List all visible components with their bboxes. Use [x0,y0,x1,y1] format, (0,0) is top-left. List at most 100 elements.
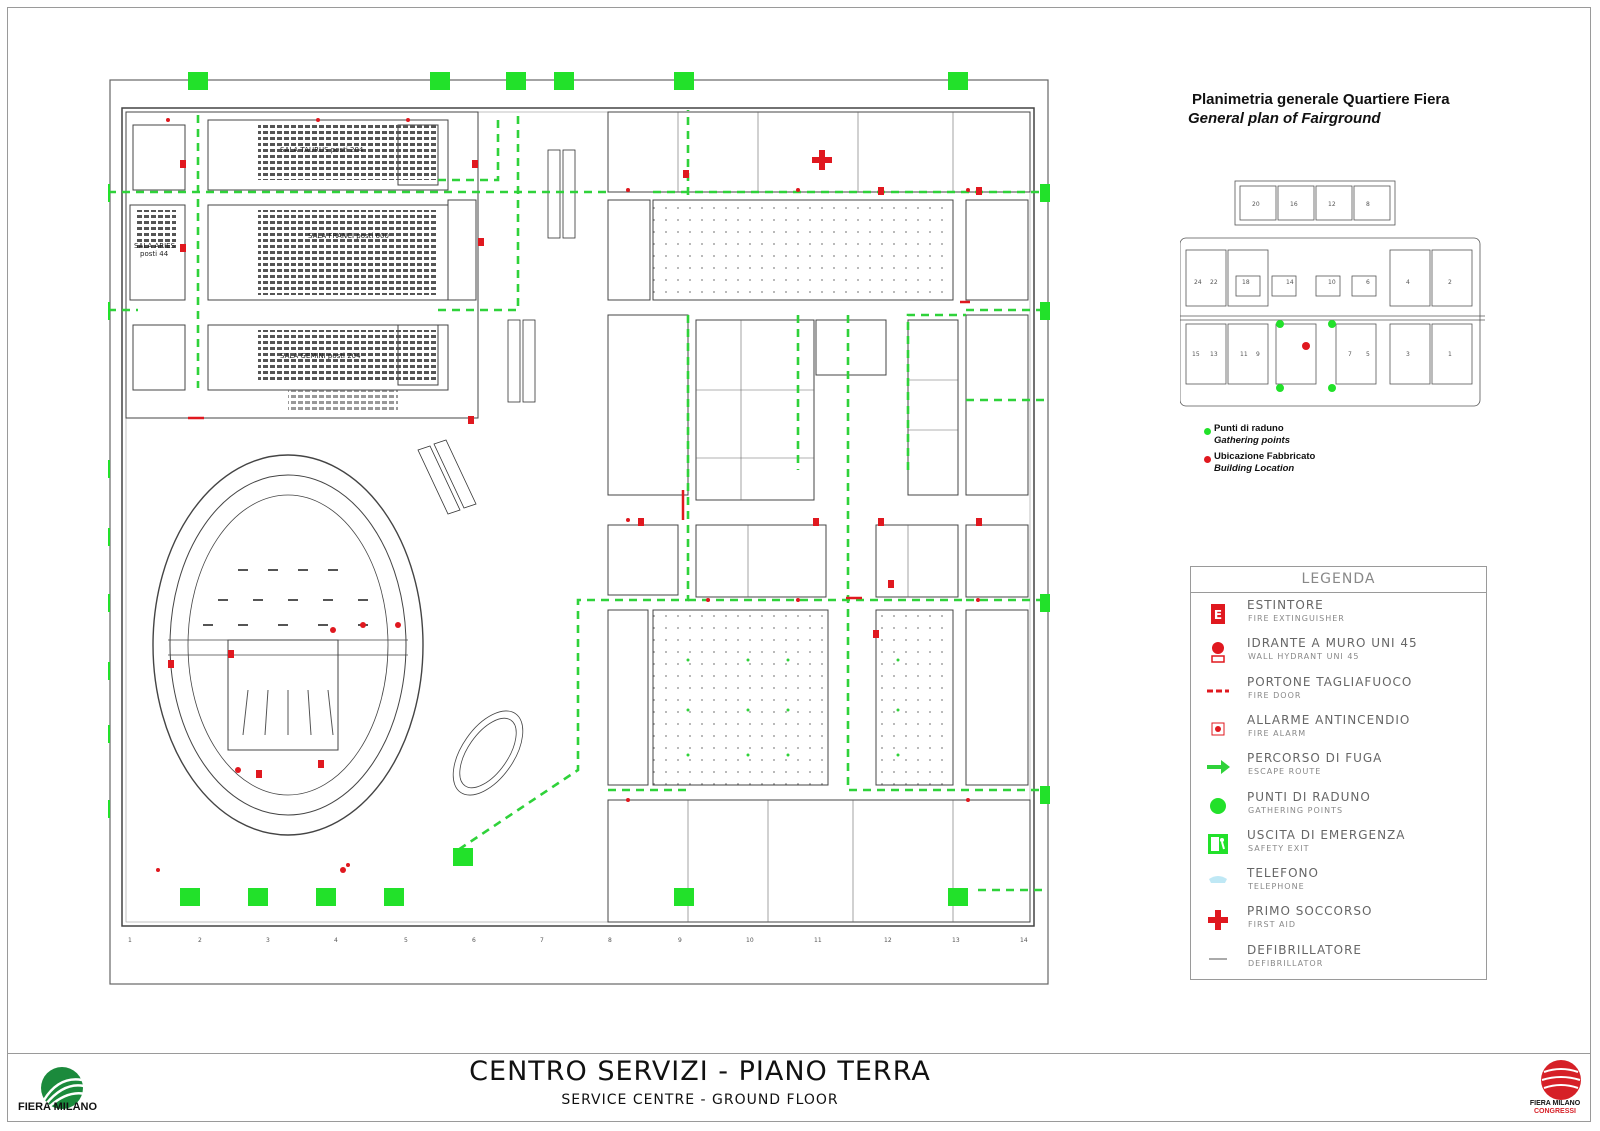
pavilion-number: 15 [1192,351,1200,358]
building-location-marker [1302,342,1310,350]
legend-item-sublabel: WALL HYDRANT UNI 45 [1248,652,1360,662]
pavilion-number: 6 [1366,279,1370,286]
taurus-seating [258,125,438,180]
logo-right-text: FIERA MILANO [1529,1100,1581,1107]
fire-extinguishers [168,160,982,778]
legend-item-label: USCITA DI EMERGENZA [1247,827,1406,842]
legend-item-sublabel: FIRE DOOR [1248,690,1302,700]
pavilion-number: 13 [1210,351,1218,358]
fire-door-icon [1205,678,1231,704]
gemini-seating [258,330,438,380]
building-outline [121,107,1035,927]
building-location-icon [1204,456,1211,463]
svg-text:1: 1 [128,937,132,944]
extinguisher-icon: E [1205,601,1231,627]
logo-right-subtext: CONGRESSI [1533,1108,1576,1115]
auditorium-seats [203,569,368,626]
floor-plan: SALA TAURUS posti 204 SALA FRANCI posti … [108,72,1050,985]
gathering-points [1276,320,1336,392]
keymap-gathering-label-en: Gathering points [1214,435,1290,446]
pavilion-number: 1 [1448,351,1452,358]
logo-left-text: FIERA MILANO [18,1101,98,1113]
keymap-subtitle: General plan of Fairground [1188,110,1381,127]
legend-item-sublabel: FIRE EXTINGUISHER [1248,614,1345,623]
room-aries-seats: posti 44 [140,250,169,258]
pavilion-number: 5 [1366,351,1370,358]
svg-text:14: 14 [1020,937,1028,944]
svg-text:11: 11 [814,937,822,944]
legend-item-sublabel: DEFIBRILLATOR [1248,958,1324,968]
title-block-divider [7,1053,1591,1054]
pavilion-number: 24 [1194,279,1202,286]
legend-item-sublabel: TELEPHONE [1248,882,1305,892]
keymap-gathering-label: Punti di raduno [1214,423,1284,434]
first-aid-icon [812,150,832,170]
courtyard-planters [686,658,900,757]
gathering-point-icon [1204,428,1211,435]
pavilion-number: 14 [1286,279,1294,286]
legend-item-sublabel: FIRST AID [1248,920,1297,930]
room-taurus: SALA TAURUS posti 204 [280,146,364,154]
fire-doors [188,300,970,600]
telephone-icon [1205,869,1231,895]
legend-item-label: DEFIBRILLATORE [1247,942,1362,957]
keymap-location-label: Ubicazione Fabbricato [1214,451,1316,462]
keymap-title: Planimetria generale Quartiere Fiera [1192,91,1450,108]
svg-text:7: 7 [540,937,544,944]
emergency-exit-icon [1205,831,1231,857]
fire-alarm-icon [1205,716,1231,742]
svg-text:5: 5 [404,937,408,944]
auditorium [152,454,424,836]
aries-seating [136,210,176,250]
fiera-milano-congressi-logo [1541,1060,1581,1100]
room-aries: SALA ARIES [134,242,176,250]
keymap-location-label-en: Building Location [1214,463,1295,474]
pavilion-number: 8 [1366,201,1370,208]
svg-text:12: 12 [884,937,892,944]
emergency-exits [108,72,1050,906]
lattice-sculpture [452,710,524,796]
svg-text:13: 13 [952,937,960,944]
legend-item-label: PRIMO SOCCORSO [1247,904,1373,919]
pavilion-number: 11 [1240,351,1248,358]
legend-item-label: PUNTI DI RADUNO [1247,789,1371,804]
svg-text:8: 8 [608,937,612,944]
hydrant-icon [1205,639,1231,665]
legend-item-sublabel: GATHERING POINTS [1248,805,1344,815]
defibrillator-icon [1205,946,1231,972]
legend-item-sublabel: SAFETY EXIT [1248,843,1310,853]
svg-text:E: E [1214,608,1222,622]
pavilion-number: 7 [1348,351,1352,358]
first-aid-icon [1205,907,1231,933]
pavilion-number: 4 [1406,279,1410,286]
pavilion-number: 16 [1290,201,1298,208]
escalators [417,149,576,515]
conference-block [125,111,479,419]
pavilion-number: 22 [1210,279,1218,286]
franci-seating [258,210,438,295]
fiera-milano-logo [41,1067,87,1109]
legend-item-sublabel: FIRE ALARM [1248,728,1307,738]
legend-item-label: PORTONE TAGLIAFUOCO [1247,674,1413,689]
room-gemini: SALA GEMINI posti 204 [280,352,361,360]
room-franci: SALA FRANCI posti 600 [308,232,389,240]
legend-item-label: PERCORSO DI FUGA [1247,751,1383,766]
stage-lines [242,689,334,736]
svg-text:2: 2 [198,937,202,944]
svg-text:6: 6 [472,937,476,944]
fire-alarms [156,118,980,873]
legend-item-label: TELEFONO [1247,866,1319,881]
right-block [607,111,1031,923]
